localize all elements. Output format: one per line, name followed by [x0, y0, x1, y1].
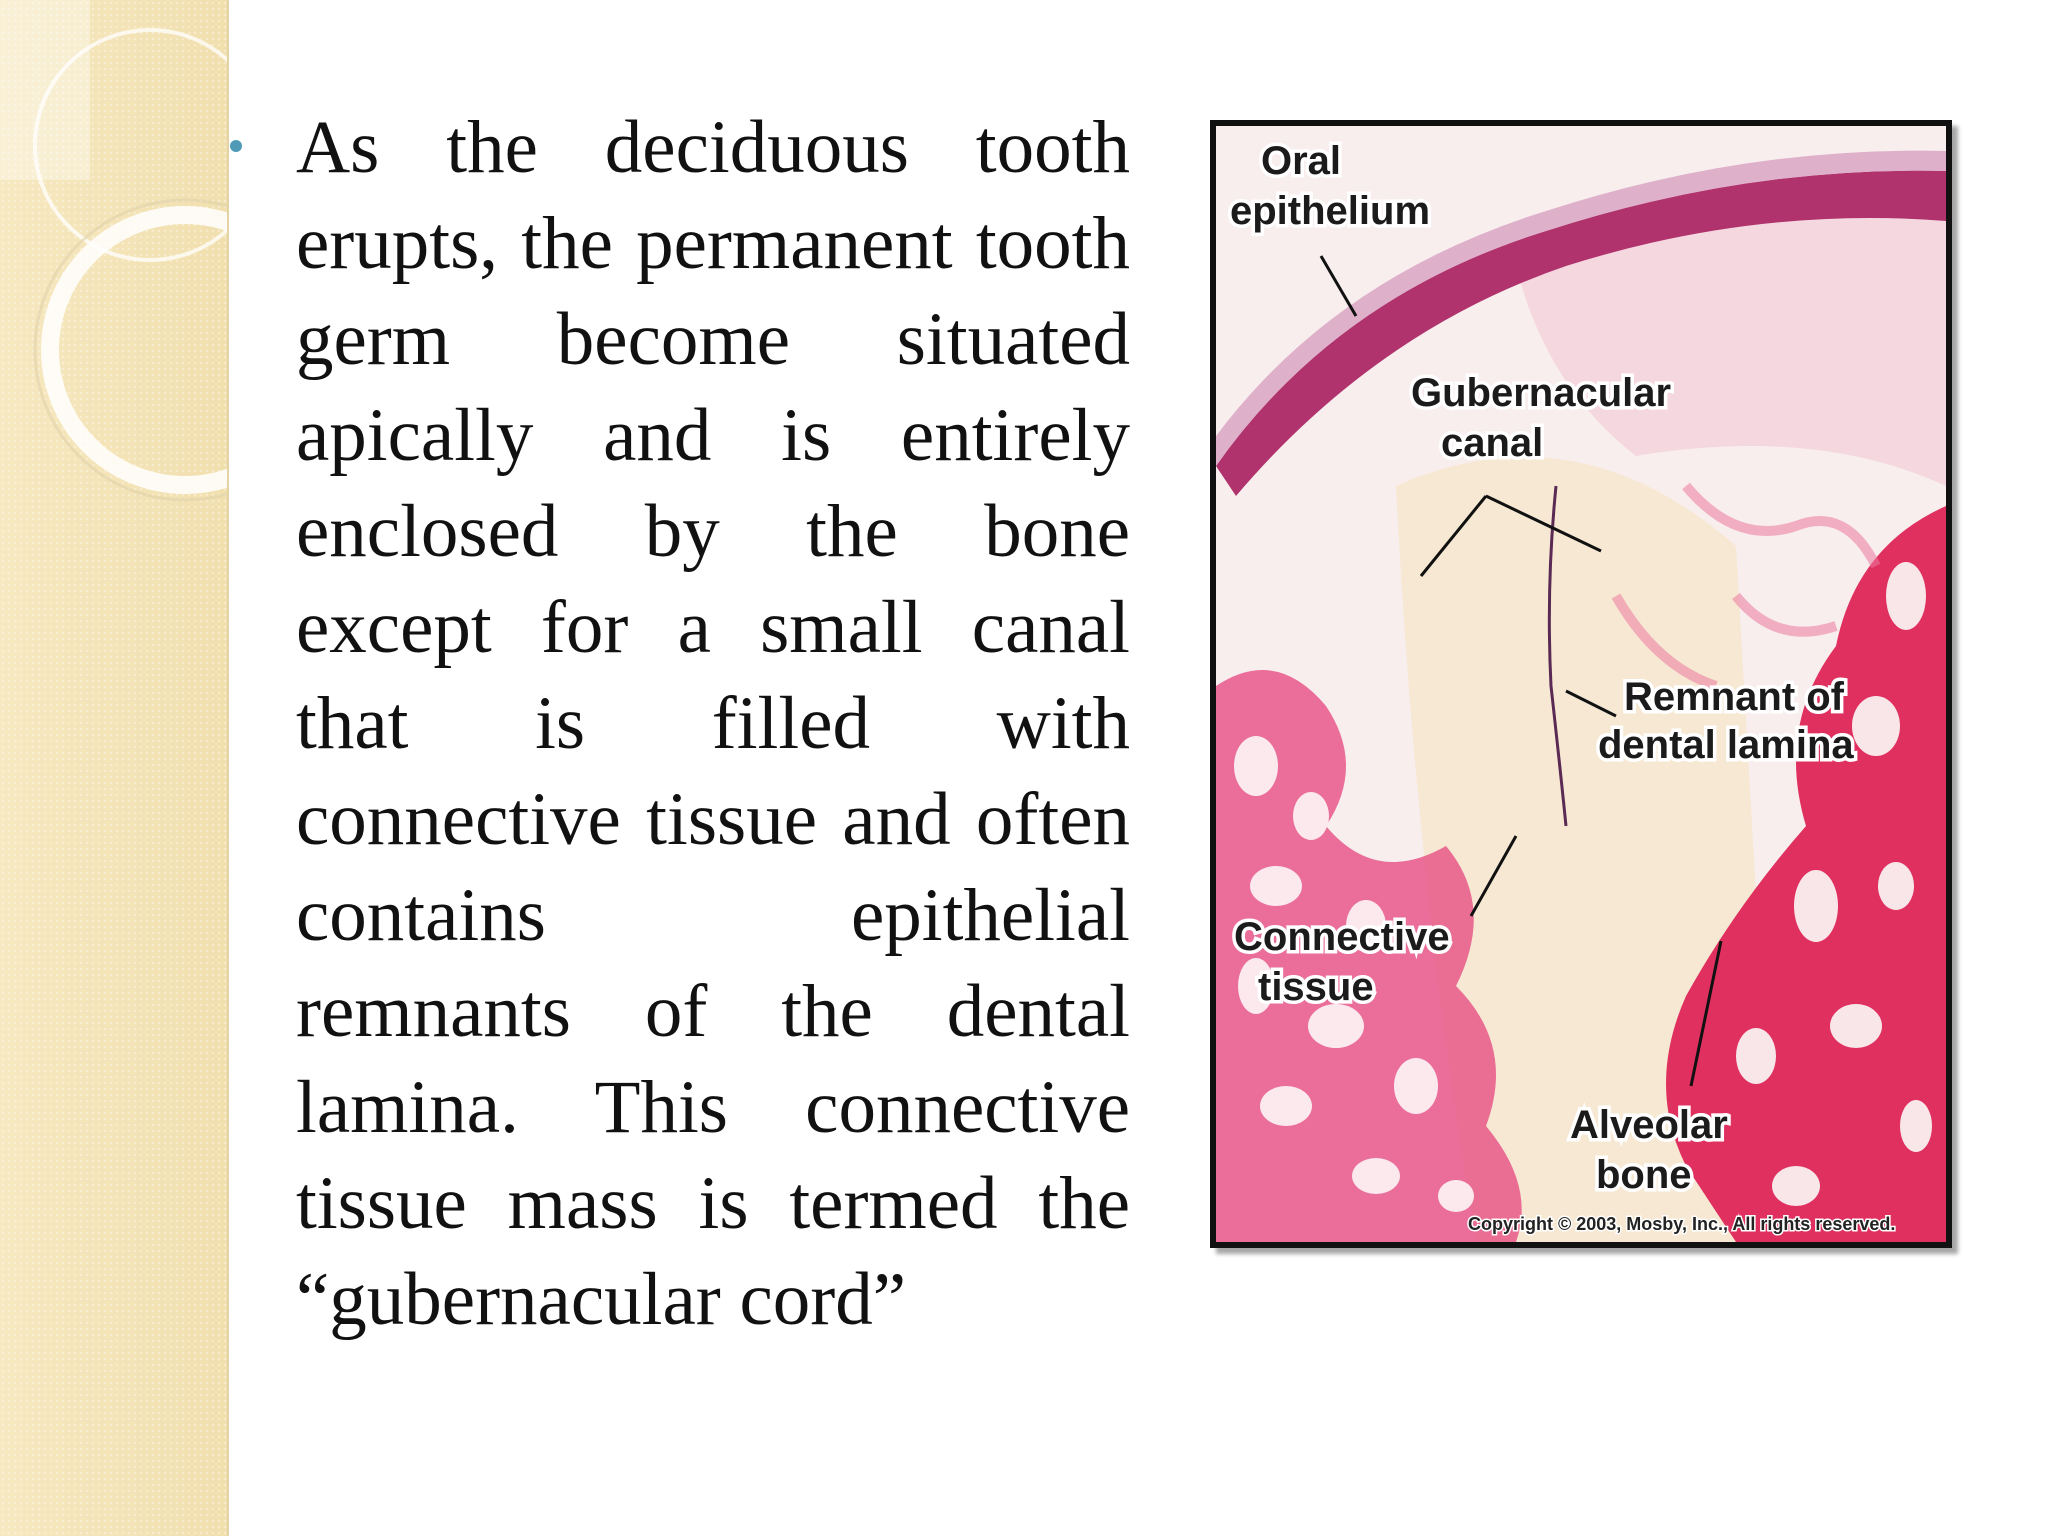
remnant-pointer [1565, 689, 1617, 718]
label-remnant-of: Remnant of [1624, 675, 1845, 719]
gubernacular-pointer-left [1419, 495, 1488, 577]
label-epithelium: epithelium [1230, 189, 1430, 233]
label-gubernacular: Gubernacular [1411, 371, 1671, 415]
bullet-icon [230, 140, 242, 152]
decorative-sidebar [0, 0, 229, 1536]
connective-tissue-pointer [1469, 835, 1518, 917]
right-marrow-spaces [1736, 562, 1932, 1206]
epithelium-surface [1216, 150, 1946, 466]
label-alveolar: Alveolar [1570, 1103, 1728, 1147]
copyright-notice: Copyright © 2003, Mosby, Inc., All right… [1468, 1214, 1895, 1234]
label-bone: bone [1596, 1153, 1692, 1197]
label-connective: Connective [1234, 915, 1450, 959]
gubernacular-pointer-right [1485, 494, 1602, 553]
alveolar-bone-pointer [1689, 940, 1723, 1087]
oral-epithelium-band [1216, 170, 1946, 496]
label-oral: Oral [1261, 139, 1341, 183]
label-dental-lamina: dental lamina [1598, 723, 1854, 767]
lamina-propria-region [1516, 182, 1946, 486]
upper-right-trabeculae [1611, 482, 1881, 691]
label-tissue: tissue [1258, 965, 1374, 1009]
oral-epithelium-pointer [1319, 255, 1358, 317]
left-marrow-spaces [1234, 736, 1474, 1212]
histology-image: Oral epithelium Gubernacular canal Remna… [1216, 126, 1946, 1242]
bullet-text: As the deciduous tooth erupts, the perma… [296, 106, 1130, 1341]
label-canal: canal [1441, 421, 1543, 465]
histology-figure: Oral epithelium Gubernacular canal Remna… [1210, 120, 1952, 1248]
decorative-rings [0, 0, 227, 502]
dental-lamina-remnant [1547, 485, 1568, 827]
